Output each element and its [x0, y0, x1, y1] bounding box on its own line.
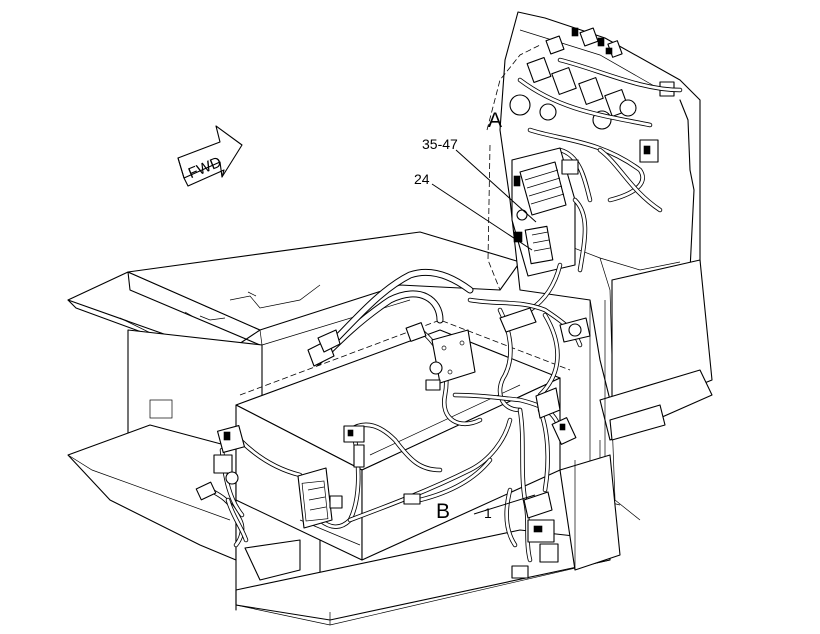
leader-part-range	[455, 149, 537, 223]
right-post	[559, 454, 621, 571]
console-harness	[517, 57, 683, 213]
callout-part-1: 1	[484, 505, 492, 521]
leader-part-24	[431, 183, 533, 251]
forward-direction-arrow: FWD	[177, 125, 243, 187]
bottom-rail	[235, 529, 611, 626]
callout-view-b: B	[436, 500, 450, 523]
callout-part-24: 24	[414, 171, 430, 187]
leader-part-1	[473, 494, 536, 515]
callout-part-range: 35-47	[422, 136, 458, 152]
callout-view-a: A	[488, 109, 502, 132]
callouts: A B 35-47 24 1	[414, 109, 537, 523]
center-box	[235, 319, 571, 561]
connectors	[195, 307, 591, 579]
